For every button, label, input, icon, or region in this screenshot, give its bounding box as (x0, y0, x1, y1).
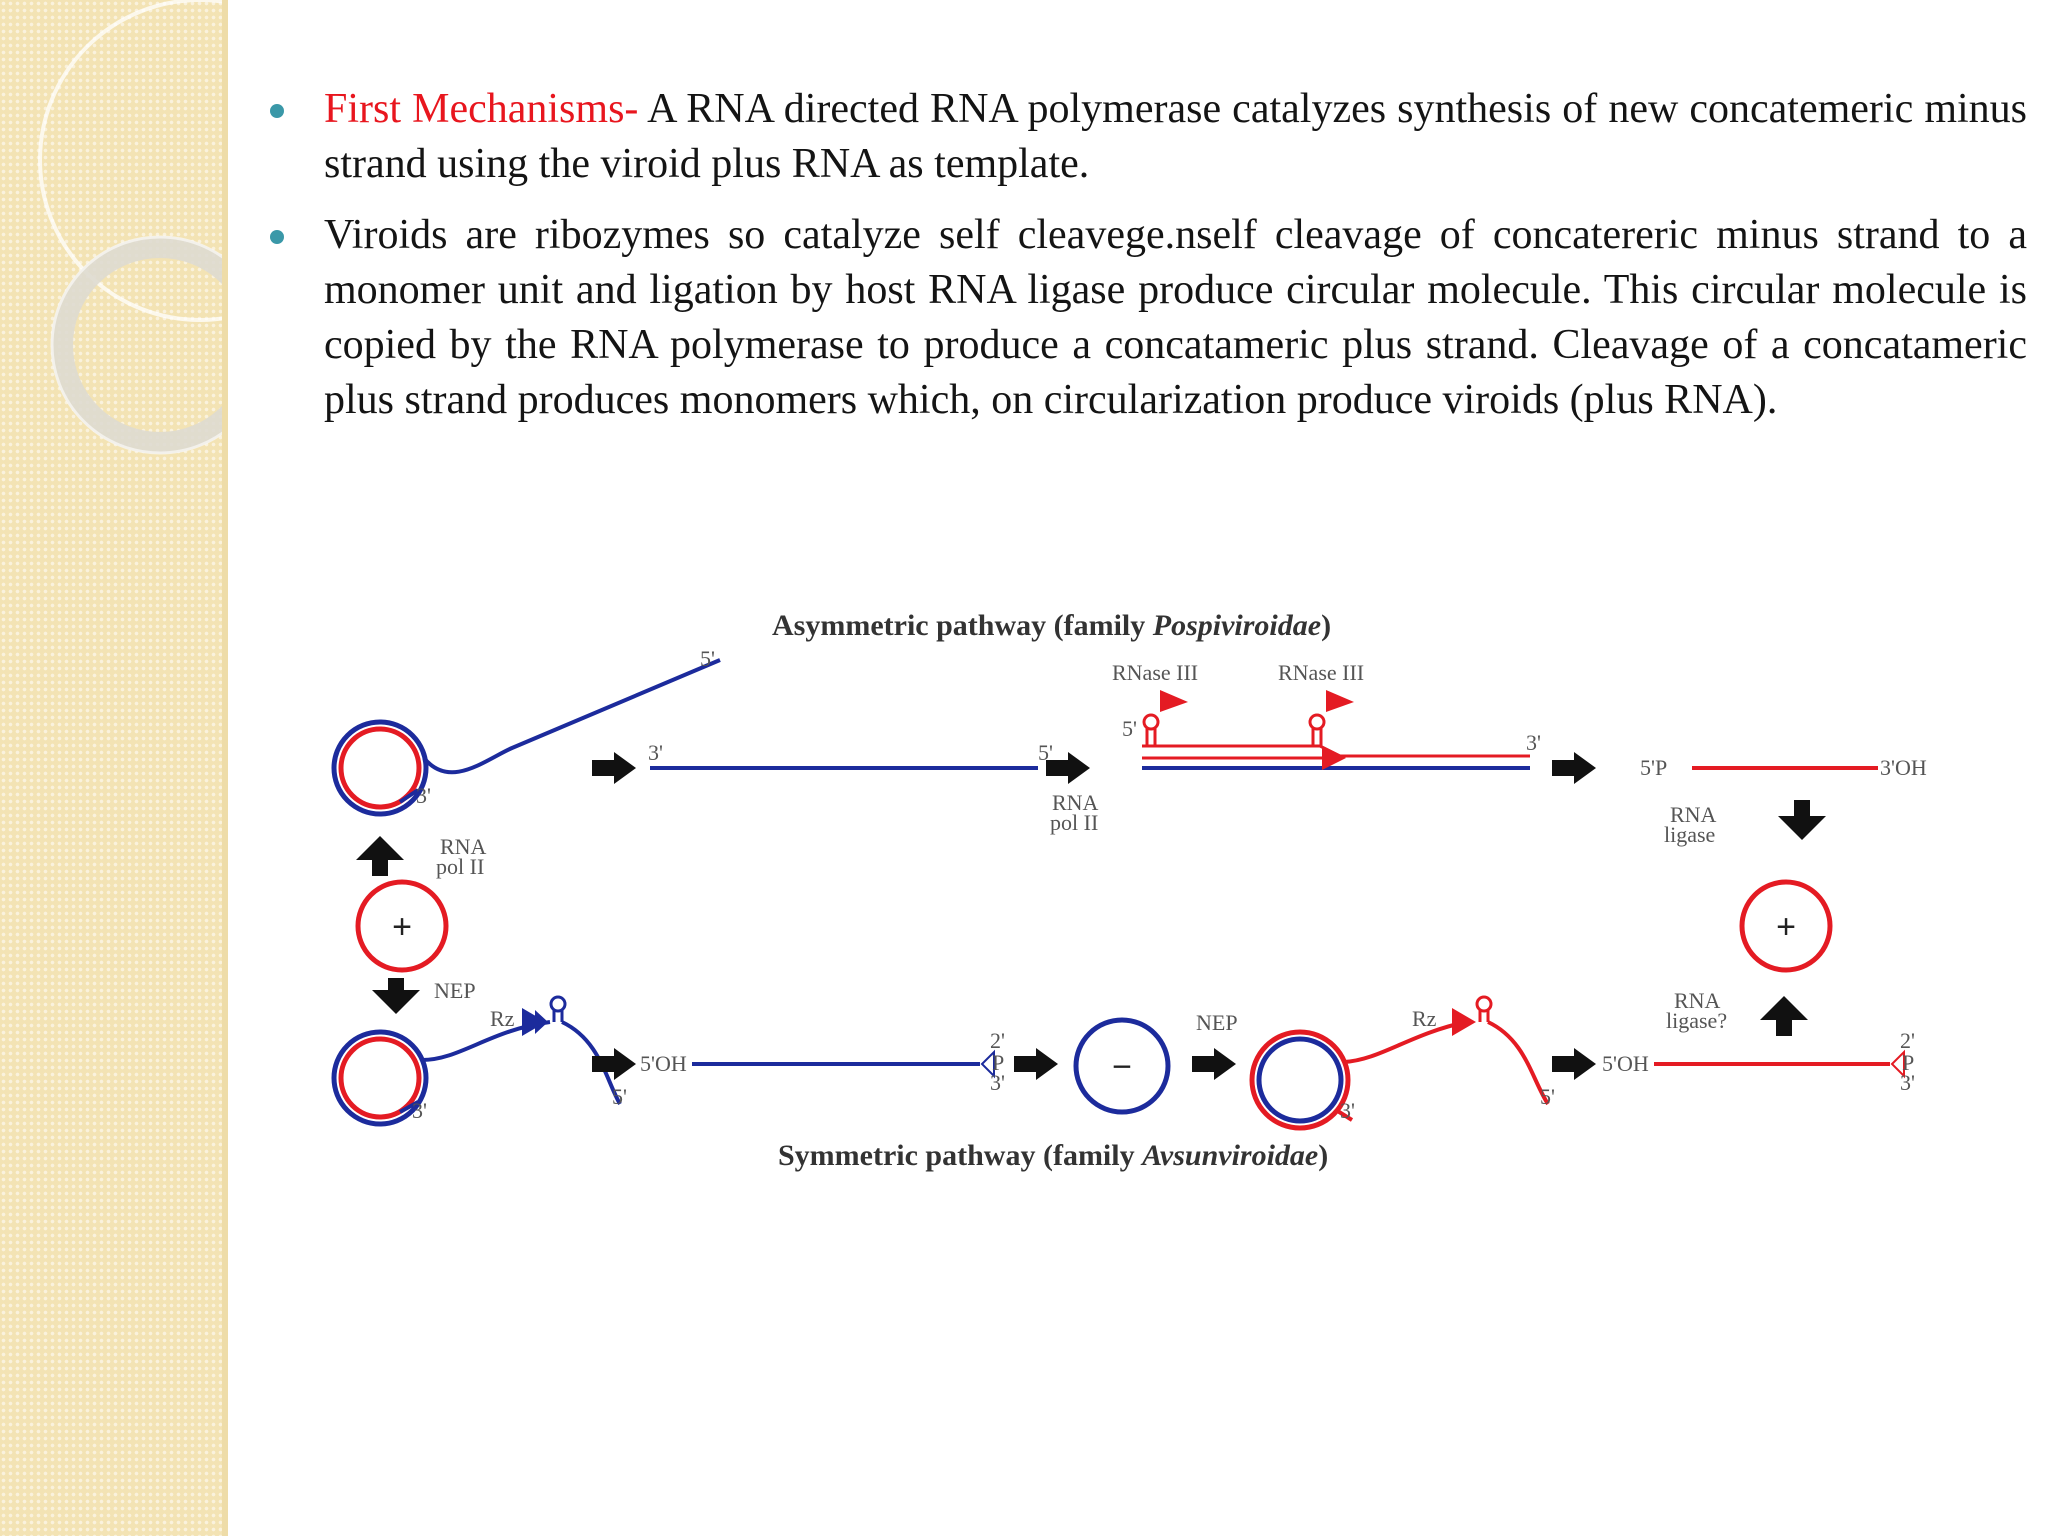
arrow-down-icon (372, 978, 420, 1014)
bullet-dot-icon (270, 230, 284, 244)
label-rna: RNA (1052, 790, 1099, 815)
label-nep: NEP (434, 978, 476, 1003)
label-rz: Rz (490, 1006, 515, 1031)
rz-flag-icon (522, 1008, 546, 1036)
label-ligase: ligase (1664, 822, 1715, 847)
plus-sign: + (1776, 908, 1796, 946)
bullet-first-mechanisms: First Mechanisms- A RNA directed RNA pol… (262, 82, 2027, 192)
label-rz: Rz (1412, 1006, 1437, 1031)
arrow-right-icon (592, 752, 636, 784)
label-5oh: 5'OH (640, 1051, 687, 1076)
label-3prime: 3' (1340, 1098, 1355, 1123)
label-3oh: 3'OH (1880, 755, 1927, 780)
label-5p: 5'P (1640, 755, 1667, 780)
rolling-circle-bottom: Rz 3' 5' (331, 995, 627, 1127)
sidebar-edge (222, 0, 228, 1536)
circular-plus-viroid-left (355, 879, 449, 973)
label-5prime: 5' (612, 1084, 627, 1109)
label-3prime: 3' (648, 740, 663, 765)
arrow-right-icon (1014, 1048, 1058, 1080)
arrow-right-icon (1552, 752, 1596, 784)
label-pol-ii: pol II (436, 854, 484, 879)
arrow-down-icon (1778, 800, 1826, 840)
bullet-lead: First Mechanisms- (324, 86, 639, 132)
symmetric-pathway-title: Symmetric pathway (family Avsunviroidae) (778, 1139, 1328, 1172)
label-2prime: 2' (990, 1028, 1005, 1053)
label-ligase-q: ligase? (1666, 1008, 1727, 1033)
label-p: P (992, 1050, 1004, 1075)
bullet-text: A RNA directed RNA polymerase catalyzes … (324, 86, 2027, 187)
bullet-dot-icon (270, 104, 284, 118)
label-3prime: 3' (1900, 1070, 1915, 1095)
rz-flag-icon (1452, 1008, 1476, 1036)
rolling-circle-top: 3' 5' (331, 646, 721, 817)
plus-sign: + (392, 908, 412, 946)
arrow-right-icon (592, 1048, 636, 1080)
ring-medium (51, 236, 228, 454)
viroid-replication-diagram: Asymmetric pathway (family Pospiviroidae… (331, 609, 1927, 1172)
arrow-up-icon (1760, 996, 1808, 1036)
label-5prime: 5' (1540, 1084, 1555, 1109)
label-5prime: 5' (700, 646, 715, 671)
circular-plus-viroid-right (1739, 879, 1833, 973)
arrow-right-icon (1046, 752, 1090, 784)
slide-text: First Mechanisms- A RNA directed RNA pol… (262, 82, 2027, 444)
label-5oh: 5'OH (1602, 1051, 1649, 1076)
ring-large (38, 0, 228, 322)
label-3prime: 3' (416, 783, 431, 808)
ring-medium-outline (50, 235, 228, 455)
bullet-text: Viroids are ribozymes so catalyze self c… (324, 212, 2027, 423)
bullet-viroids-ribozymes: Viroids are ribozymes so catalyze self c… (262, 208, 2027, 428)
label-5prime: 5' (1038, 740, 1053, 765)
label-rnase-iii: RNase III (1278, 660, 1364, 685)
label-rna: RNA (440, 834, 487, 859)
label-rna: RNA (1674, 988, 1721, 1013)
label-rna: RNA (1670, 802, 1717, 827)
rnase-flag-icon (1326, 690, 1354, 712)
circular-minus-monomer (1073, 1017, 1171, 1115)
label-p: P (1902, 1050, 1914, 1075)
label-5prime: 5' (1122, 716, 1137, 741)
arrow-up-icon (356, 836, 404, 876)
arrow-right-icon (1552, 1048, 1596, 1080)
minus-sign: − (1112, 1048, 1132, 1086)
concatemeric-plus-strand: RNase III RNase III 5' 3' (1112, 660, 1541, 770)
label-pol-ii: pol II (1050, 810, 1098, 835)
label-2prime: 2' (1900, 1028, 1915, 1053)
label-3prime: 3' (1526, 730, 1541, 755)
asymmetric-pathway-title: Asymmetric pathway (family Pospiviroidae… (772, 609, 1331, 642)
label-3prime: 3' (990, 1070, 1005, 1095)
label-nep: NEP (1196, 1010, 1238, 1035)
arrow-right-icon (1192, 1048, 1236, 1080)
label-rnase-iii: RNase III (1112, 660, 1198, 685)
decorative-rings (38, 0, 228, 455)
rolling-circle-symmetric: Rz 3' 5' (1249, 995, 1555, 1131)
rnase-flag-icon (1160, 690, 1188, 712)
decorative-sidebar (0, 0, 228, 1536)
label-3prime: 3' (412, 1098, 427, 1123)
